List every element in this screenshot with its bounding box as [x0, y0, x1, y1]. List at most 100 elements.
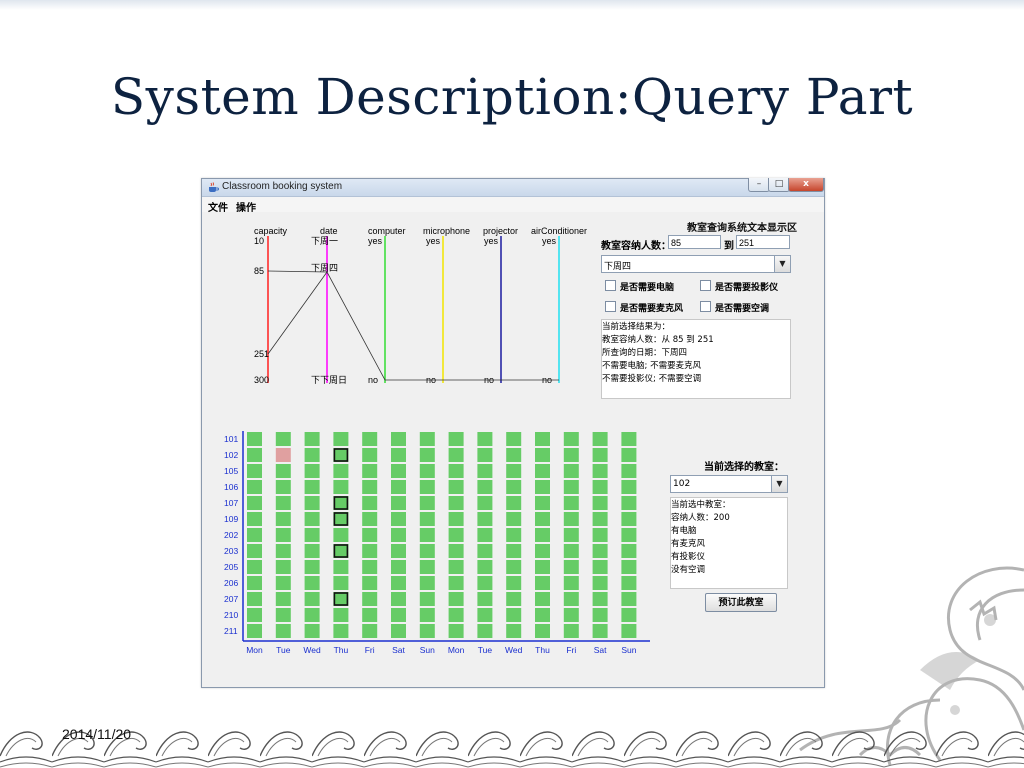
free-slot-cell[interactable] — [592, 432, 608, 446]
free-slot-cell[interactable] — [247, 480, 262, 494]
free-slot-cell[interactable] — [419, 512, 435, 526]
close-button[interactable]: x — [788, 178, 824, 192]
free-slot-cell[interactable] — [391, 480, 406, 494]
free-slot-cell[interactable] — [362, 560, 378, 574]
menu-file[interactable]: 文件 — [208, 203, 228, 214]
projector-checkbox[interactable]: 是否需要投影仪 — [700, 280, 778, 293]
free-slot-cell[interactable] — [275, 576, 291, 590]
free-slot-cell[interactable] — [592, 608, 608, 622]
free-slot-cell[interactable] — [477, 592, 493, 606]
free-slot-cell[interactable] — [333, 624, 349, 638]
free-slot-cell[interactable] — [391, 512, 406, 526]
free-slot-cell[interactable] — [621, 576, 637, 590]
pc-axis-capacity[interactable]: capacity 10 85 251 300 — [254, 226, 288, 385]
free-slot-cell[interactable] — [477, 496, 493, 510]
free-slot-cell[interactable] — [391, 496, 406, 510]
free-slot-cell[interactable] — [448, 576, 464, 590]
free-slot-cell[interactable] — [621, 608, 637, 622]
free-slot-cell[interactable] — [563, 480, 579, 494]
free-slot-cell[interactable] — [275, 560, 291, 574]
free-slot-cell[interactable] — [535, 512, 550, 526]
pc-axis-aircon[interactable]: airConditioner yes no — [531, 226, 587, 385]
free-slot-cell[interactable] — [448, 544, 464, 558]
free-slot-cell[interactable] — [535, 496, 550, 510]
free-slot-cell[interactable] — [535, 544, 550, 558]
free-slot-cell[interactable] — [391, 448, 406, 462]
free-slot-cell[interactable] — [304, 528, 320, 542]
free-slot-cell[interactable] — [563, 512, 579, 526]
free-slot-cell[interactable] — [362, 576, 378, 590]
free-slot-cell[interactable] — [592, 480, 608, 494]
free-slot-cell[interactable] — [448, 608, 464, 622]
classroom-info-textarea[interactable]: 当前选中教室： 容纳人数：200 有电脑 有麦克风 有投影仪 没有空调 — [670, 497, 788, 589]
free-slot-cell[interactable] — [247, 576, 262, 590]
free-slot-cell[interactable] — [535, 560, 550, 574]
free-slot-cell[interactable] — [304, 496, 320, 510]
free-slot-cell[interactable] — [333, 560, 349, 574]
free-slot-cell[interactable] — [592, 576, 608, 590]
free-slot-cell[interactable] — [247, 464, 262, 478]
free-slot-cell[interactable] — [477, 432, 493, 446]
free-slot-cell[interactable] — [247, 448, 262, 462]
free-slot-cell[interactable] — [419, 464, 435, 478]
free-slot-cell[interactable] — [592, 592, 608, 606]
date-combo-arrow-icon[interactable]: ▼ — [774, 256, 790, 272]
free-slot-cell[interactable] — [333, 576, 349, 590]
free-slot-cell[interactable] — [621, 512, 637, 526]
free-slot-cell[interactable] — [621, 464, 637, 478]
free-slot-cell[interactable] — [563, 448, 579, 462]
free-slot-cell[interactable] — [506, 608, 522, 622]
free-slot-cell[interactable] — [304, 624, 320, 638]
free-slot-cell[interactable] — [506, 544, 522, 558]
free-slot-cell[interactable] — [391, 560, 406, 574]
free-slot-cell[interactable] — [362, 496, 378, 510]
free-slot-cell[interactable] — [535, 464, 550, 478]
free-slot-cell[interactable] — [506, 624, 522, 638]
free-slot-cell[interactable] — [506, 528, 522, 542]
free-slot-cell[interactable] — [535, 432, 550, 446]
free-slot-cell[interactable] — [506, 512, 522, 526]
free-slot-cell[interactable] — [275, 608, 291, 622]
free-slot-cell[interactable] — [477, 464, 493, 478]
free-slot-cell[interactable] — [391, 464, 406, 478]
free-slot-cell[interactable] — [506, 448, 522, 462]
free-slot-cell[interactable] — [419, 576, 435, 590]
title-bar[interactable]: Classroom booking system – □ x — [202, 178, 824, 197]
free-slot-cell[interactable] — [419, 432, 435, 446]
free-slot-cell[interactable] — [304, 592, 320, 606]
free-slot-cell[interactable] — [448, 512, 464, 526]
free-slot-cell[interactable] — [304, 464, 320, 478]
free-slot-cell[interactable] — [275, 432, 291, 446]
free-slot-cell[interactable] — [275, 496, 291, 510]
free-slot-cell[interactable] — [592, 464, 608, 478]
free-slot-cell[interactable] — [563, 608, 579, 622]
free-slot-cell[interactable] — [333, 512, 349, 526]
free-slot-cell[interactable] — [563, 544, 579, 558]
free-slot-cell[interactable] — [304, 560, 320, 574]
free-slot-cell[interactable] — [419, 544, 435, 558]
classroom-combo[interactable]: 102 ▼ — [670, 475, 788, 493]
free-slot-cell[interactable] — [247, 432, 262, 446]
free-slot-cell[interactable] — [506, 432, 522, 446]
computer-checkbox[interactable]: 是否需要电脑 — [605, 280, 674, 293]
free-slot-cell[interactable] — [506, 560, 522, 574]
free-slot-cell[interactable] — [362, 544, 378, 558]
min-capacity-input[interactable]: 85 — [668, 235, 721, 249]
free-slot-cell[interactable] — [535, 448, 550, 462]
free-slot-cell[interactable] — [391, 624, 406, 638]
free-slot-cell[interactable] — [448, 624, 464, 638]
free-slot-cell[interactable] — [304, 480, 320, 494]
free-slot-cell[interactable] — [419, 496, 435, 510]
free-slot-cell[interactable] — [419, 448, 435, 462]
free-slot-cell[interactable] — [592, 624, 608, 638]
max-capacity-input[interactable]: 251 — [736, 235, 790, 249]
free-slot-cell[interactable] — [448, 448, 464, 462]
minimize-button[interactable]: – — [748, 178, 770, 192]
free-slot-cell[interactable] — [592, 560, 608, 574]
free-slot-cell[interactable] — [621, 448, 637, 462]
microphone-checkbox[interactable]: 是否需要麦克风 — [605, 301, 683, 314]
free-slot-cell[interactable] — [275, 528, 291, 542]
free-slot-cell[interactable] — [506, 576, 522, 590]
free-slot-cell[interactable] — [247, 624, 262, 638]
free-slot-cell[interactable] — [535, 480, 550, 494]
